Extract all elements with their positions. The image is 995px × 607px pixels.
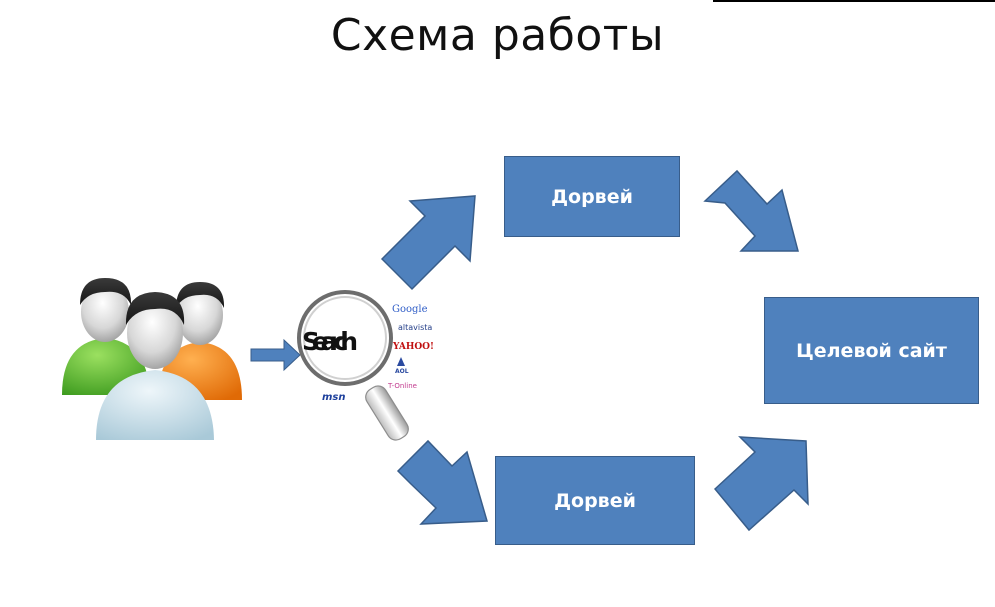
aol-triangle-icon xyxy=(397,357,405,366)
engine-aol: AOL xyxy=(395,368,409,375)
engine-t-online: T-Online xyxy=(387,382,417,390)
engine-msn: msn xyxy=(322,392,346,403)
top-rule xyxy=(713,0,995,2)
doorway-box-bottom: Дорвей xyxy=(495,456,695,545)
search-magnifier-icon: Search xyxy=(297,290,409,441)
doorway-box-top: Дорвей xyxy=(504,156,680,237)
target-site-box: Целевой сайт xyxy=(764,297,979,404)
arrow-search-to-bottom-doorway xyxy=(396,439,488,525)
users-group-icon xyxy=(62,278,242,440)
engine-google: Google xyxy=(392,304,428,315)
arrow-top-doorway-to-target xyxy=(703,169,799,252)
arrow-search-to-top-doorway xyxy=(380,195,476,291)
slide-title: Схема работы xyxy=(330,10,665,61)
arrow-users-to-search xyxy=(250,338,301,372)
search-word: Search xyxy=(302,327,358,356)
user-blue-icon xyxy=(96,292,214,440)
arrow-bottom-doorway-to-target xyxy=(713,436,809,532)
search-engines-logos: Google altavista YAHOO! AOL T-Online msn xyxy=(322,304,434,403)
engine-altavista: altavista xyxy=(398,323,432,332)
engine-yahoo: YAHOO! xyxy=(392,342,434,352)
